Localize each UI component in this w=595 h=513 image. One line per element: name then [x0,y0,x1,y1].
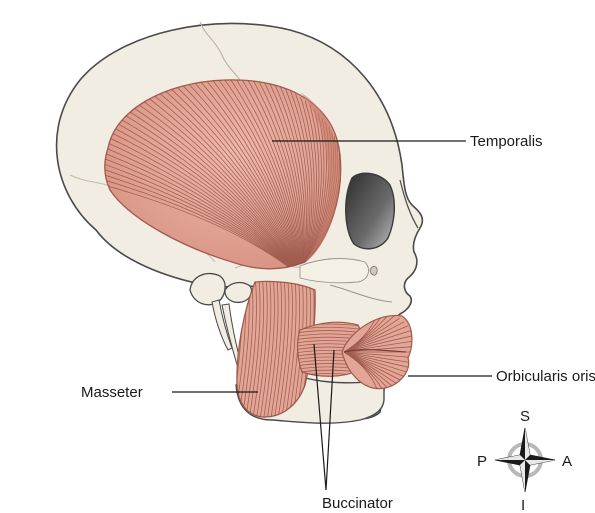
infraorbital-foramen [370,266,377,275]
buccinator-label: Buccinator [322,495,393,512]
zygomatic-arch [300,259,369,283]
mastoid-process [190,274,225,305]
compass-anterior-label: A [562,453,572,470]
condyle [225,283,252,303]
compass-posterior-label: P [477,453,487,470]
orbit [346,173,395,249]
orientation-compass: S I P A [477,408,572,513]
masseter-label: Masseter [81,384,143,401]
orbicularis-oris-label: Orbicularis oris [496,368,595,385]
temporalis-label: Temporalis [470,133,543,150]
compass-superior-label: S [520,408,530,425]
compass-inferior-label: I [521,497,525,513]
